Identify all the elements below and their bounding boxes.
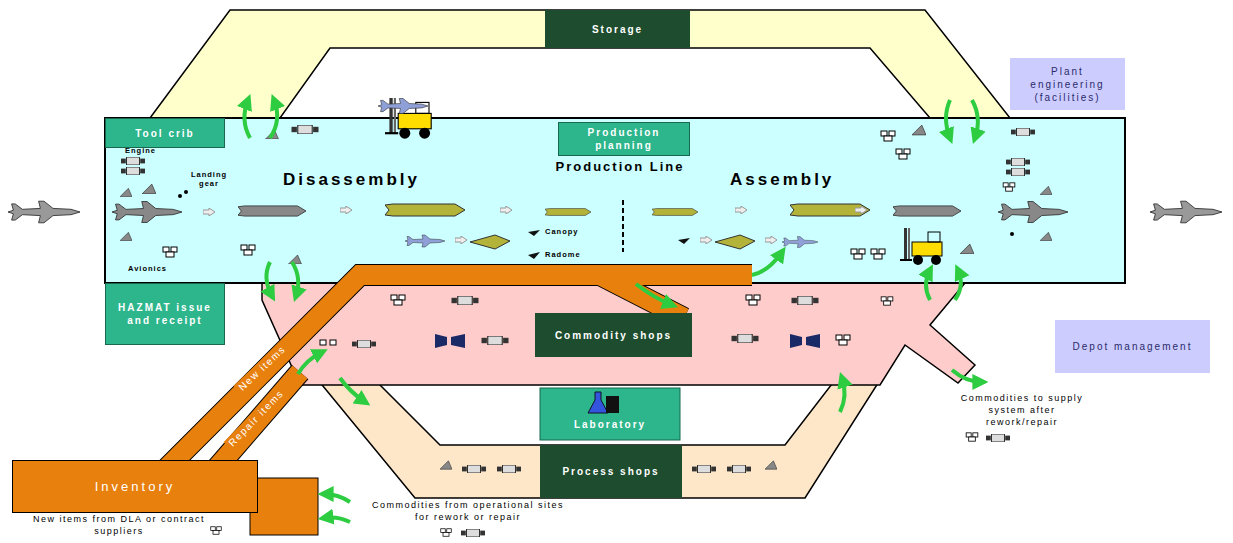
process-shops: Process shops — [410, 445, 805, 498]
beaker-icon — [606, 396, 619, 413]
node-label: Laboratory — [540, 418, 680, 436]
supply-band-outline — [165, 275, 752, 470]
node-label: Disassembly — [283, 170, 420, 190]
node-label: Depot management — [1073, 340, 1193, 353]
flow-arrow — [266, 262, 272, 296]
flow-arrows — [203, 206, 867, 244]
flask-icon — [588, 392, 608, 413]
source-note: New items from DLA or contract suppliers — [24, 513, 214, 537]
flow-arrow — [972, 100, 978, 138]
storage-arch — [150, 10, 1010, 118]
tool-crib-box: Tool crib — [105, 118, 225, 148]
flow-arrow — [752, 252, 782, 275]
flow-arrow — [636, 284, 672, 305]
supply-band — [165, 275, 752, 470]
supply-band — [215, 372, 300, 470]
forklift — [900, 228, 942, 265]
node-label: Tool crib — [135, 127, 194, 140]
production-divider — [622, 200, 624, 252]
part-name: Canopy — [545, 227, 579, 236]
node-label: Production Line — [553, 158, 687, 176]
node-label: Inventory — [95, 479, 175, 494]
flow-arrow — [270, 100, 277, 138]
node-label: Commodity shops — [535, 313, 692, 357]
supply-arrows — [324, 370, 982, 522]
output-note: Commodities to supply system after rewor… — [952, 392, 1092, 428]
part-name: Landing gear — [186, 170, 232, 188]
part-name: Engine — [125, 146, 156, 155]
flow-arrow — [955, 270, 961, 300]
laboratory: Laboratory — [540, 388, 680, 440]
part-name: Avionics — [128, 264, 167, 273]
aircraft-part — [378, 99, 428, 114]
source-note: Commodities from operational sites for r… — [368, 499, 568, 523]
aircraft — [8, 201, 1222, 259]
flow-arrow — [946, 100, 950, 138]
flow-arrow — [292, 262, 298, 296]
depot-management-box: Depot management — [1055, 320, 1210, 373]
flow-arrow — [298, 352, 322, 374]
node-label: Plant engineering (facilities) — [1014, 65, 1121, 104]
flow-arrow — [340, 378, 365, 402]
node-label: HAZMAT issue and receipt — [110, 301, 220, 327]
plant-engineering-box: Plant engineering (facilities) — [1010, 58, 1125, 110]
supply-band — [600, 275, 684, 318]
node-label: Assembly — [730, 170, 834, 190]
parts — [120, 125, 1052, 537]
storage-band: Storage — [230, 10, 925, 48]
planning-box: Production planning — [558, 122, 690, 156]
node-label: Storage — [545, 10, 690, 48]
inventory-stub — [250, 478, 318, 535]
inventory-box: Inventory — [12, 460, 258, 513]
laboratory-box — [540, 388, 680, 440]
part-name: Radome — [545, 250, 581, 259]
node-label: Production planning — [563, 126, 685, 152]
flow-arrow — [244, 100, 250, 138]
flow-arrow — [926, 270, 930, 300]
process-band — [318, 380, 880, 498]
commodity-region — [262, 283, 975, 385]
flow-arrow — [840, 378, 845, 412]
node-label: Process shops — [540, 445, 682, 498]
production-floor: Disassembly Production LineAssembly Tool c… — [105, 118, 1125, 283]
commodity-shops: Commodity shops — [262, 283, 962, 385]
hazmat-box: HAZMAT issue and receipt — [105, 283, 225, 345]
production-floor — [105, 118, 1125, 283]
